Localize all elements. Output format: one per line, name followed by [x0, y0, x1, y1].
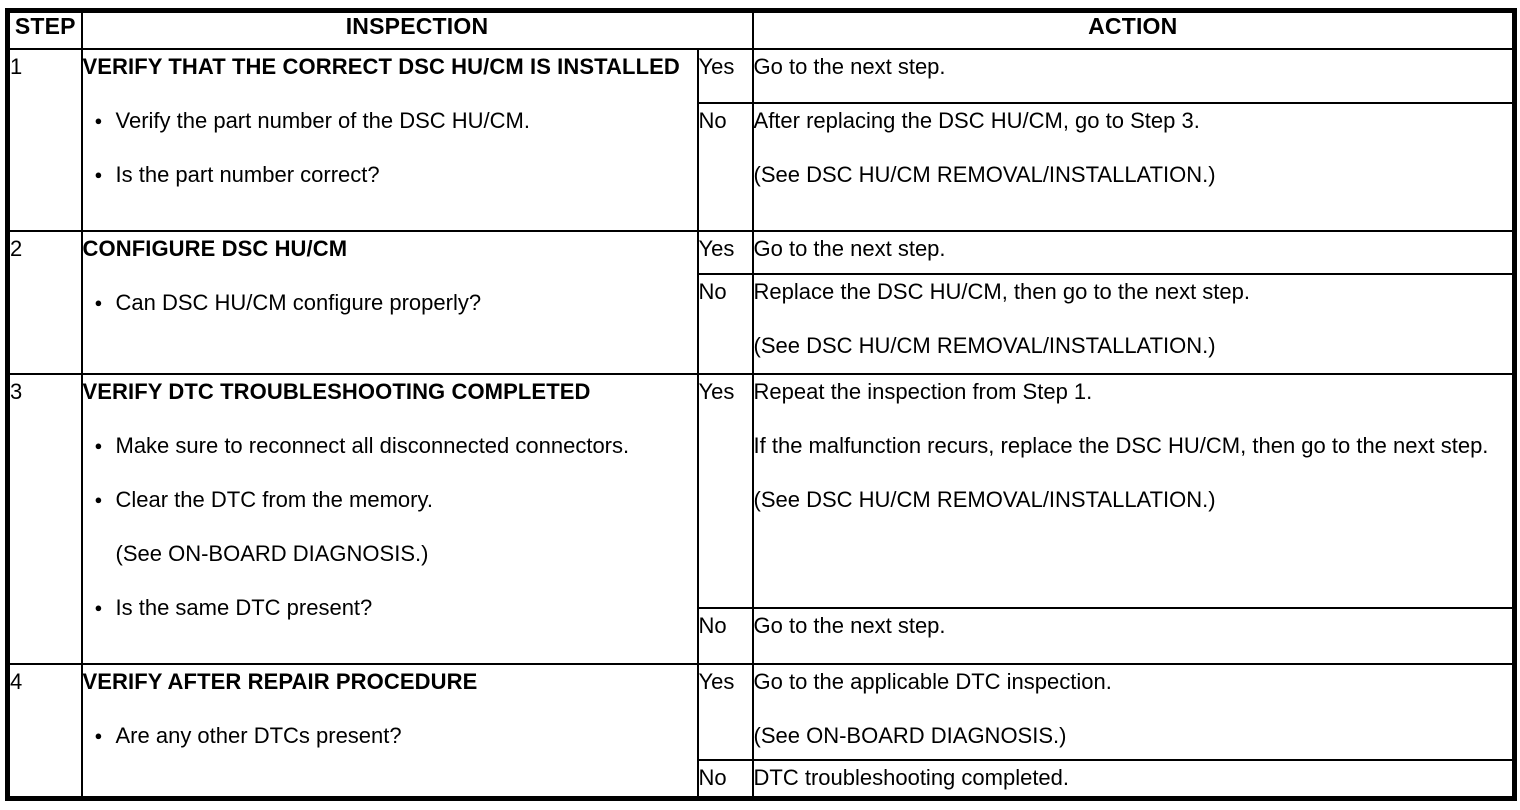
- inspection-title: CONFIGURE DSC HU/CM: [82, 235, 348, 261]
- table-row: 3 VERIFY DTC TROUBLESHOOTING COMPLETED ●…: [6, 372, 1516, 665]
- action-cell: Go to the next step.: [751, 606, 1516, 665]
- table-row: 4 VERIFY AFTER REPAIR PROCEDURE ● Are an…: [6, 662, 1516, 800]
- no-cell: No: [696, 272, 754, 375]
- bullet-icon: ●: [94, 599, 103, 615]
- no-cell: No: [696, 101, 754, 232]
- no-cell: No: [696, 606, 754, 665]
- action-paragraph: Go to the applicable DTC inspection.: [753, 668, 1112, 694]
- inspection-item-text: Make sure to reconnect all disconnected …: [115, 432, 630, 458]
- action-paragraph: After replacing the DSC HU/CM, go to Ste…: [753, 107, 1200, 133]
- bullet-icon: ●: [94, 437, 103, 453]
- yes-cell: Yes: [696, 229, 754, 275]
- action-paragraph: Go to the next step.: [753, 235, 946, 261]
- action-paragraph: Go to the next step.: [753, 53, 946, 79]
- bullet-icon: ●: [94, 727, 103, 743]
- header-inspection: INSPECTION: [80, 9, 754, 50]
- inspection-item-text: Verify the part number of the DSC HU/CM.: [115, 107, 531, 133]
- action-paragraph: DTC troubleshooting completed.: [753, 764, 1070, 790]
- table-row: 2 CONFIGURE DSC HU/CM ● Can DSC HU/CM co…: [6, 229, 1516, 375]
- action-cell: After replacing the DSC HU/CM, go to Ste…: [751, 101, 1516, 232]
- step-number: 2: [6, 229, 83, 375]
- action-paragraph: Repeat the inspection from Step 1.: [753, 378, 1093, 404]
- action-cell: Repeat the inspection from Step 1. If th…: [751, 372, 1516, 609]
- troubleshooting-table: STEP INSPECTION ACTION 1 VERIFY THAT THE…: [5, 8, 1518, 801]
- inspection-title: VERIFY DTC TROUBLESHOOTING COMPLETED: [82, 378, 591, 404]
- action-cell: Go to the applicable DTC inspection. (Se…: [751, 662, 1516, 761]
- bullet-icon: ●: [94, 294, 103, 310]
- inspection-item-text: Are any other DTCs present?: [115, 722, 402, 748]
- inspection-title: VERIFY AFTER REPAIR PROCEDURE: [82, 668, 478, 694]
- action-paragraph: (See DSC HU/CM REMOVAL/INSTALLATION.): [753, 486, 1216, 512]
- yes-cell: Yes: [696, 662, 754, 761]
- table-row: No Go to the next step.: [8, 606, 1516, 665]
- inspection-item-text: Can DSC HU/CM configure properly?: [115, 289, 482, 315]
- action-cell: Go to the next step.: [751, 229, 1516, 275]
- action-paragraph: (See DSC HU/CM REMOVAL/INSTALLATION.): [753, 161, 1216, 187]
- inspection-item-text: Is the same DTC present?: [115, 594, 373, 620]
- no-cell: No: [696, 758, 754, 800]
- inspection-item: ● Make sure to reconnect all disconnecte…: [84, 429, 696, 463]
- action-paragraph: If the malfunction recurs, replace the D…: [753, 432, 1489, 458]
- table-row: No DTC troubleshooting completed.: [8, 758, 1516, 800]
- step-number: 3: [6, 372, 83, 665]
- action-paragraph: Replace the DSC HU/CM, then go to the ne…: [753, 278, 1250, 304]
- inspection-item: ● Are any other DTCs present?: [84, 719, 696, 753]
- inspection-item-text: Is the part number correct?: [115, 161, 380, 187]
- action-cell: DTC troubleshooting completed.: [751, 758, 1516, 800]
- yes-cell: Yes: [696, 372, 754, 609]
- inspection-item: ● Is the part number correct?: [84, 158, 696, 192]
- yes-cell: Yes: [696, 47, 754, 104]
- inspection-cell: CONFIGURE DSC HU/CM ● Can DSC HU/CM conf…: [80, 229, 699, 375]
- action-cell: Replace the DSC HU/CM, then go to the ne…: [751, 272, 1516, 375]
- inspection-item: ● Verify the part number of the DSC HU/C…: [84, 104, 696, 138]
- table-row: 1 VERIFY THAT THE CORRECT DSC HU/CM IS I…: [6, 47, 1516, 232]
- action-paragraph: (See ON-BOARD DIAGNOSIS.): [753, 722, 1067, 748]
- action-cell: Go to the next step.: [751, 47, 1516, 104]
- inspection-item: ● Is the same DTC present?: [84, 591, 696, 625]
- step-number: 1: [6, 47, 83, 232]
- bullet-icon: ●: [94, 166, 103, 182]
- inspection-cell: VERIFY THAT THE CORRECT DSC HU/CM IS INS…: [80, 47, 699, 232]
- inspection-item: ● Can DSC HU/CM configure properly?: [84, 286, 696, 320]
- header-row: STEP INSPECTION ACTION: [6, 9, 1516, 50]
- step-number: 4: [6, 662, 83, 800]
- bullet-icon: ●: [94, 112, 103, 128]
- inspection-item-note: (See ON-BOARD DIAGNOSIS.): [115, 540, 429, 566]
- inspection-cell: VERIFY DTC TROUBLESHOOTING COMPLETED ● M…: [80, 372, 699, 665]
- action-paragraph: Go to the next step.: [753, 612, 946, 638]
- bullet-icon: ●: [94, 491, 103, 507]
- table-row: No After replacing the DSC HU/CM, go to …: [8, 101, 1516, 232]
- inspection-title: VERIFY THAT THE CORRECT DSC HU/CM IS INS…: [82, 53, 680, 79]
- inspection-item: ● Clear the DTC from the memory.: [84, 483, 696, 517]
- header-action: ACTION: [751, 9, 1516, 50]
- inspection-cell: VERIFY AFTER REPAIR PROCEDURE ● Are any …: [80, 662, 699, 800]
- inspection-item-text: Clear the DTC from the memory.: [115, 486, 433, 512]
- header-step: STEP: [6, 9, 83, 50]
- table-row: No Replace the DSC HU/CM, then go to the…: [8, 272, 1516, 375]
- action-paragraph: (See DSC HU/CM REMOVAL/INSTALLATION.): [753, 332, 1216, 358]
